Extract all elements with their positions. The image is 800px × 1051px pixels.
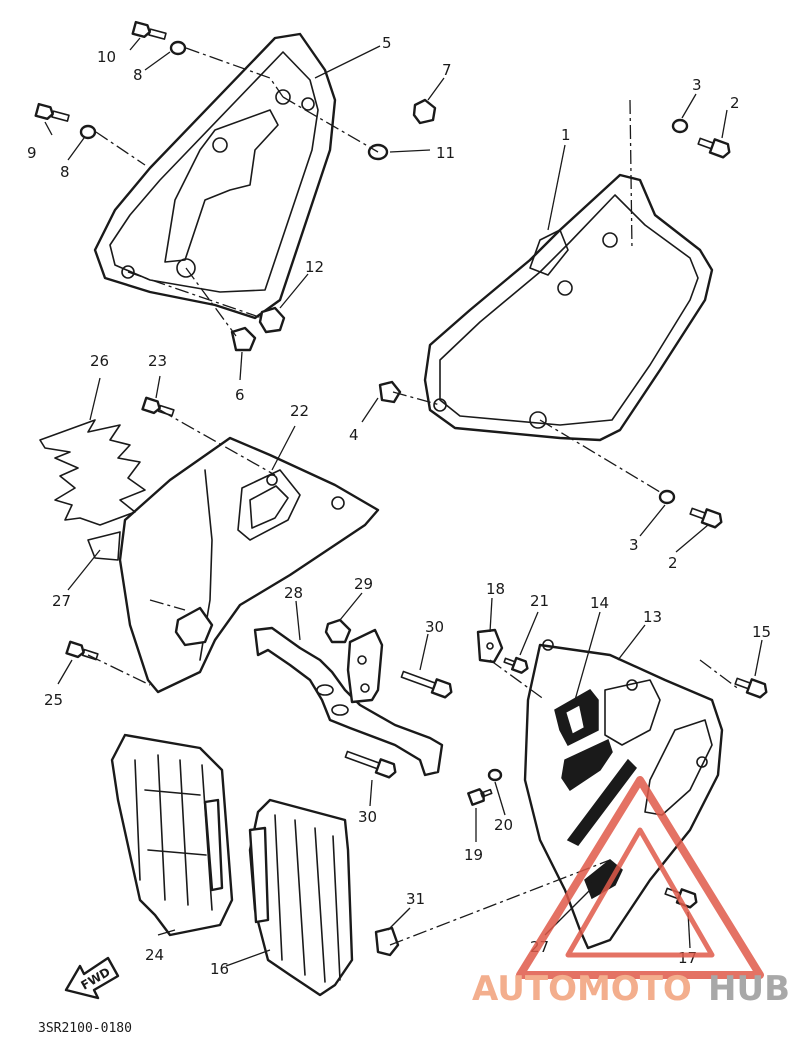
watermark-text-primary: AUTOMOTO bbox=[472, 969, 692, 1009]
radiator-guard-right bbox=[248, 798, 354, 997]
callout-3-lower: 3 bbox=[629, 536, 639, 554]
callout-29: 29 bbox=[354, 575, 373, 593]
callout-11: 11 bbox=[436, 144, 455, 162]
callout-3-top: 3 bbox=[692, 76, 702, 94]
callout-30-lower: 30 bbox=[358, 808, 377, 826]
callout-26: 26 bbox=[90, 352, 109, 370]
callout-23: 23 bbox=[148, 352, 167, 370]
emblem-14 bbox=[554, 689, 637, 846]
watermark-text-secondary: HUB bbox=[708, 969, 790, 1009]
callout-5: 5 bbox=[382, 34, 392, 52]
callout-15: 15 bbox=[752, 623, 771, 641]
assembly-lines bbox=[87, 47, 741, 946]
callout-8-left: 8 bbox=[60, 163, 70, 181]
callout-21: 21 bbox=[530, 592, 549, 610]
callout-4: 4 bbox=[349, 426, 359, 444]
callout-13: 13 bbox=[643, 608, 662, 626]
callout-1: 1 bbox=[561, 126, 571, 144]
callout-9: 9 bbox=[27, 144, 37, 162]
callout-2-lower: 2 bbox=[668, 554, 678, 572]
callout-10: 10 bbox=[97, 48, 116, 66]
callout-25: 25 bbox=[44, 691, 63, 709]
left-air-scoop bbox=[118, 436, 380, 694]
callout-18: 18 bbox=[486, 580, 505, 598]
leader-lines bbox=[44, 37, 763, 967]
callout-27-left: 27 bbox=[52, 592, 71, 610]
callout-14: 14 bbox=[590, 594, 609, 612]
watermark-triangle-inner bbox=[565, 827, 715, 958]
callout-17: 17 bbox=[678, 949, 697, 967]
bracket bbox=[253, 626, 444, 777]
decal-27-left bbox=[87, 531, 121, 561]
callout-16: 16 bbox=[210, 960, 229, 978]
callout-labels: 1 2 3 4 5 6 7 8 8 9 10 11 12 13 14 15 16… bbox=[27, 34, 771, 978]
decal-26 bbox=[39, 419, 146, 526]
callout-28: 28 bbox=[284, 584, 303, 602]
callout-7: 7 bbox=[442, 61, 452, 79]
right-side-cover bbox=[423, 173, 714, 442]
watermark-triangle-outer bbox=[516, 776, 764, 979]
callout-31: 31 bbox=[406, 890, 425, 908]
callout-6: 6 bbox=[235, 386, 245, 404]
callout-20: 20 bbox=[494, 816, 513, 834]
callout-12: 12 bbox=[305, 258, 324, 276]
callout-22: 22 bbox=[290, 402, 309, 420]
watermark: AUTOMOTO HUB bbox=[472, 776, 790, 1009]
callout-2-top: 2 bbox=[730, 94, 740, 112]
callout-30-upper: 30 bbox=[425, 618, 444, 636]
callout-8-top: 8 bbox=[133, 66, 143, 84]
diagram-code: 3SR2100-0180 bbox=[38, 1021, 132, 1036]
radiator-guard-left bbox=[110, 733, 234, 937]
fwd-arrow: FWD bbox=[64, 956, 120, 1000]
left-side-cover bbox=[93, 32, 337, 320]
callout-19: 19 bbox=[464, 846, 483, 864]
callout-24: 24 bbox=[145, 946, 164, 964]
